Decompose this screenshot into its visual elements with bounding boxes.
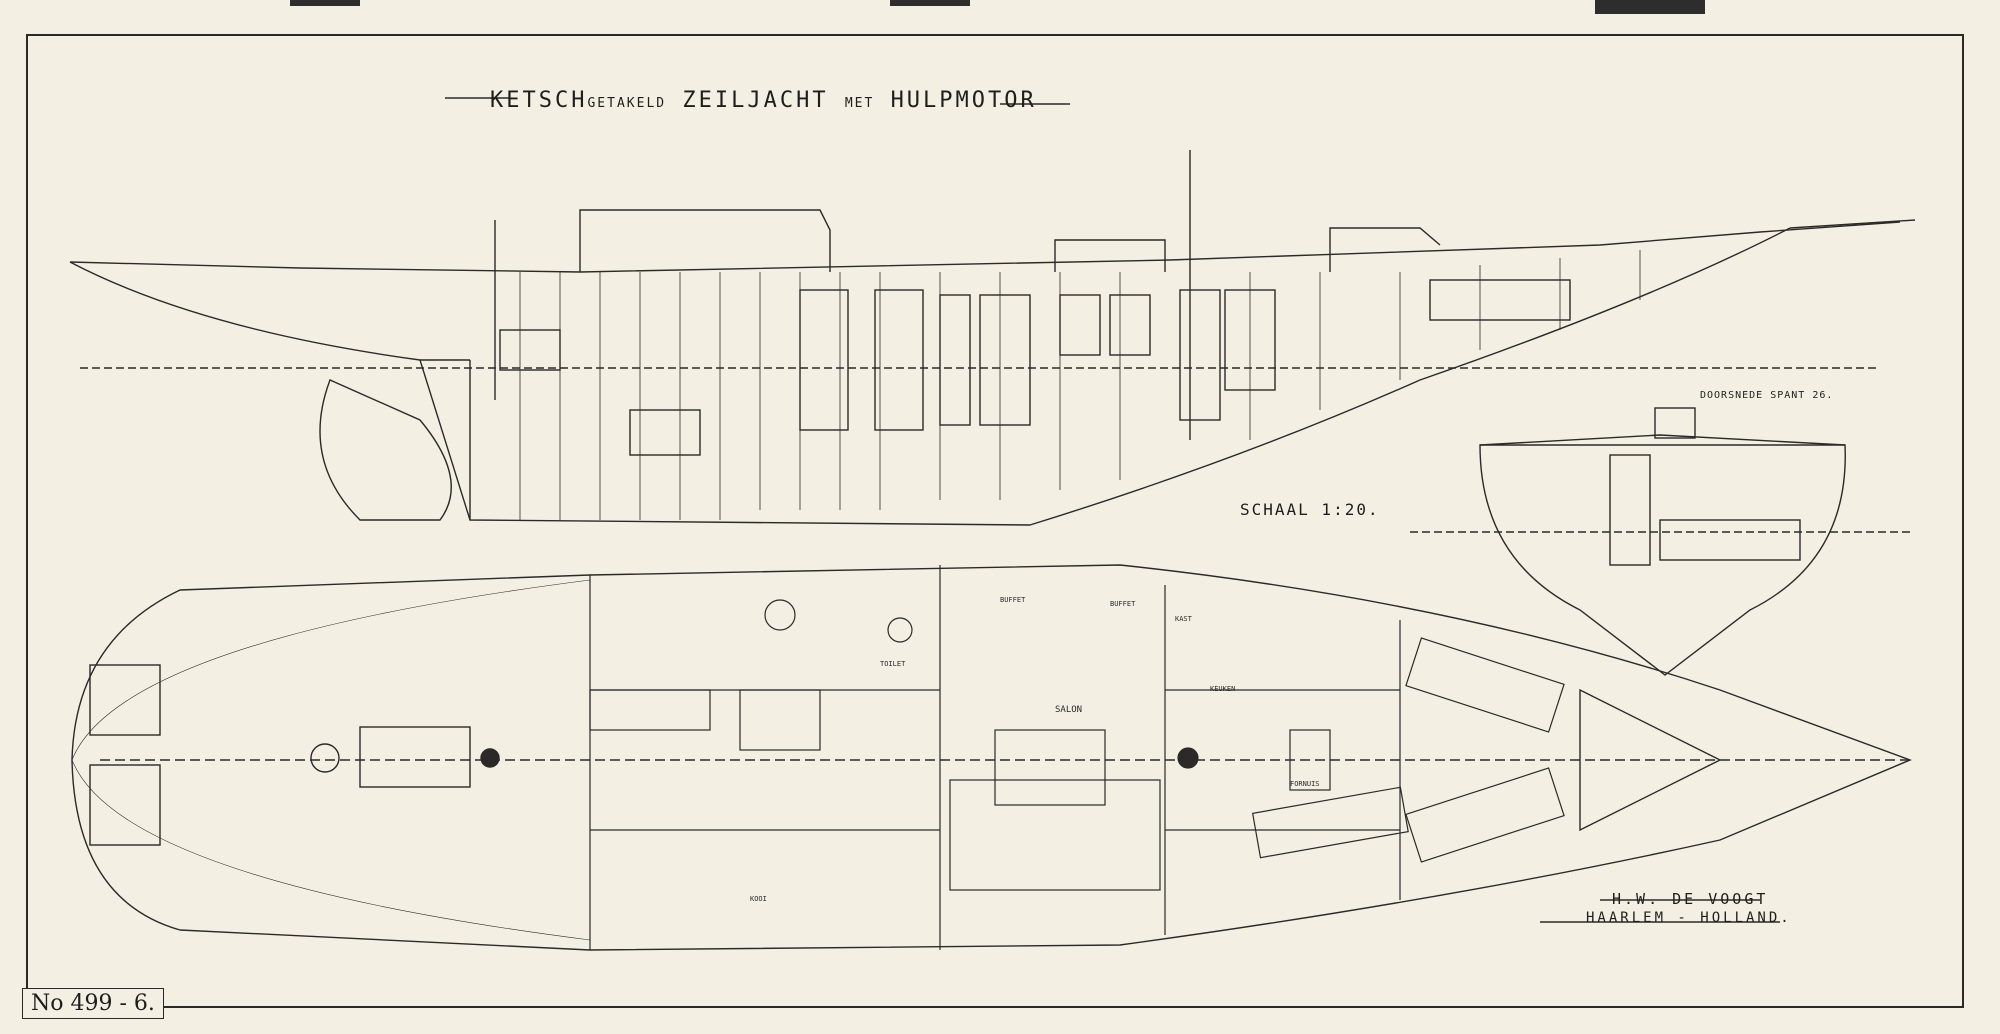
room-label-kooi: KOOI bbox=[750, 895, 767, 903]
title-hulpmotor: HULPMOTOR bbox=[890, 88, 1037, 113]
title-ketsch: KETSCH bbox=[490, 88, 588, 113]
room-label-kast: KAST bbox=[1175, 615, 1192, 623]
tape-strip bbox=[890, 0, 970, 6]
plan-view bbox=[71, 564, 1912, 951]
title-met: MET bbox=[844, 96, 875, 111]
designer-name: H.W. DE VOOGT bbox=[1612, 890, 1769, 908]
drawing-border bbox=[26, 34, 1964, 1008]
scale-label: SCHAAL 1:20. bbox=[1240, 500, 1380, 519]
room-label-buffet: BUFFET bbox=[1000, 596, 1026, 604]
room-label-fornuis: FORNUIS bbox=[1290, 780, 1320, 788]
tape-strip bbox=[1595, 0, 1705, 14]
designer-location: HAARLEM - HOLLAND. bbox=[1586, 910, 1792, 926]
title-zeiljacht: ZEILJACHT bbox=[682, 88, 829, 113]
drawing-title: KETSCHGETAKELD ZEILJACHT MET HULPMOTOR bbox=[490, 88, 1037, 113]
drawing-number: No 499 - 6. bbox=[22, 988, 164, 1019]
cross-section-view bbox=[1410, 407, 1910, 676]
room-label-keuken: KEUKEN bbox=[1210, 685, 1236, 693]
room-label-salon: SALON bbox=[1055, 705, 1083, 715]
tape-strip bbox=[290, 0, 360, 6]
room-label-buffet: BUFFET bbox=[1110, 600, 1136, 608]
room-label-toilet: TOILET bbox=[880, 660, 906, 668]
section-label: DOORSNEDE SPANT 26. bbox=[1700, 390, 1834, 401]
title-getakeld: GETAKELD bbox=[587, 96, 667, 111]
side-elevation bbox=[69, 150, 1916, 526]
